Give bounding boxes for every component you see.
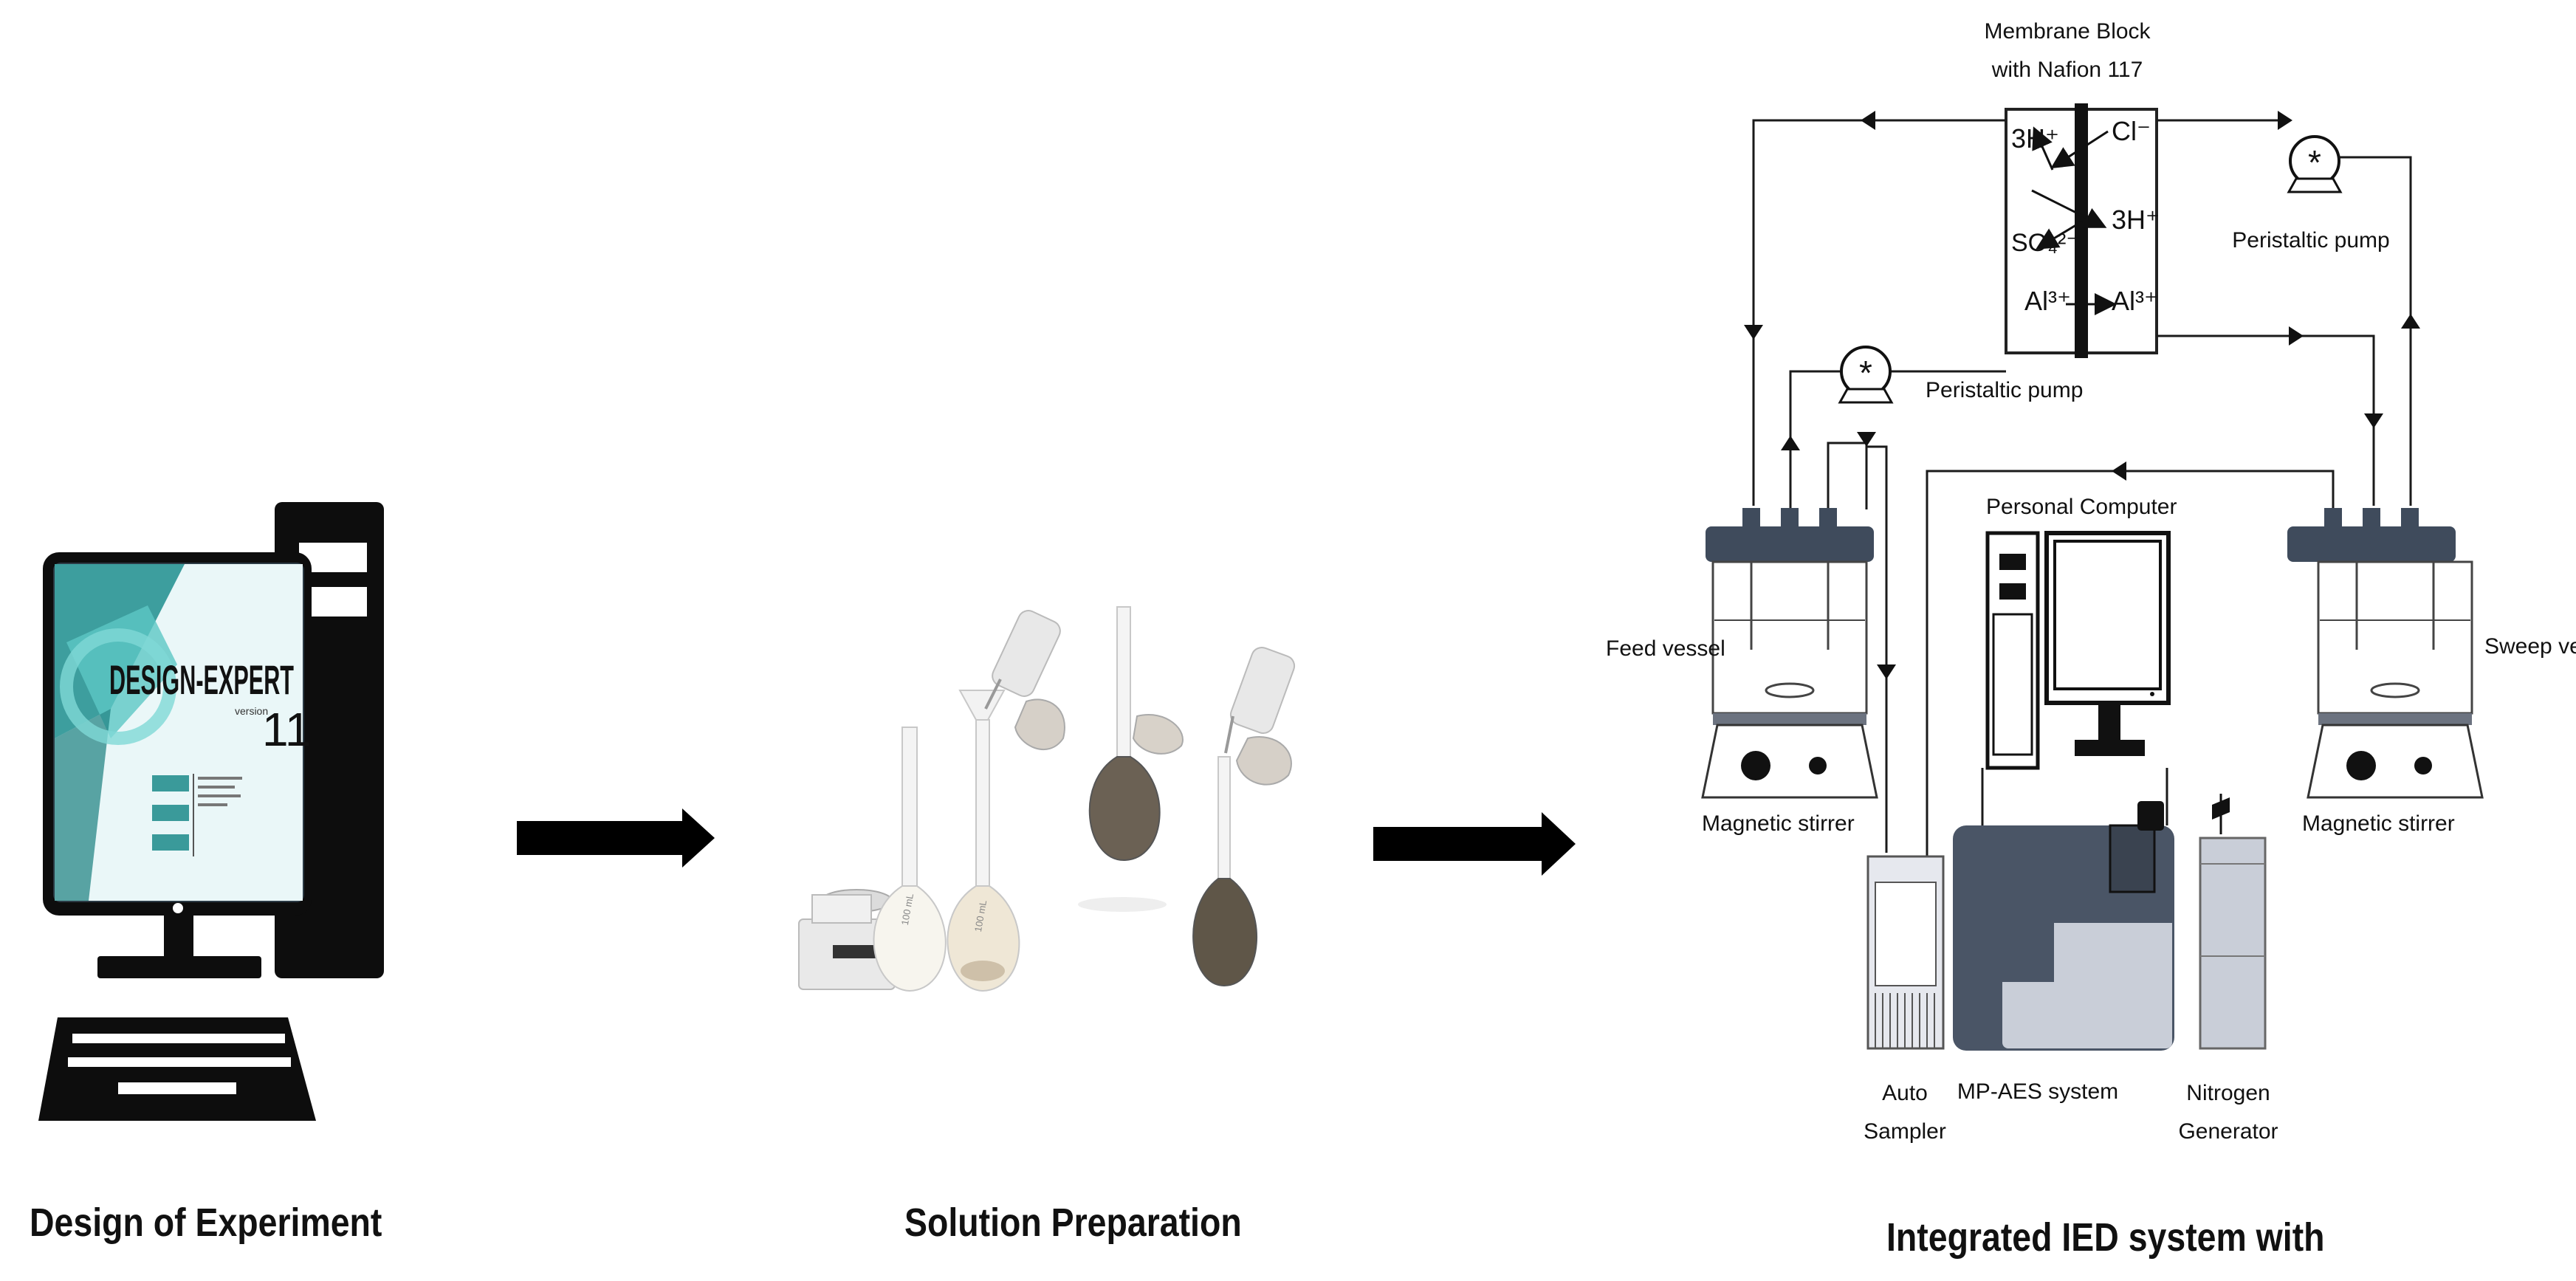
mp-aes-instrument: MP-AES system — [1953, 801, 2174, 1104]
design-expert-logo: DESIGN-EXPERT — [109, 656, 294, 703]
feed-vessel-label: Feed vessel — [1606, 636, 1725, 661]
peristaltic-pump-mid: * Peristaltic pump — [1838, 346, 2083, 404]
nitrogen-label-1: Nitrogen — [2186, 1081, 2270, 1105]
stirrer-right-label: Magnetic stirrer — [2302, 811, 2455, 836]
caption-solution-preparation: Solution Preparation — [904, 1201, 1242, 1245]
ion-al-left: Al³⁺ — [2024, 286, 2071, 316]
computer-keyboard — [38, 1017, 316, 1121]
membrane-title-line-1: Membrane Block — [1984, 19, 2151, 44]
personal-computer-label: Personal Computer — [1986, 495, 2177, 519]
volumetric-flask-2: 100 mL — [947, 690, 1020, 992]
personal-computer: Personal Computer — [1985, 495, 2177, 770]
membrane-title-line-2: with Nafion 117 — [1991, 58, 2143, 82]
ion-h-left: 3H⁺ — [2011, 123, 2059, 154]
auto-sampler-label-2: Sampler — [1864, 1119, 1946, 1144]
wash-bottle-1 — [984, 610, 1065, 751]
tubing-lines — [1752, 119, 2412, 856]
version-number: 11 — [262, 703, 311, 756]
ion-h-right: 3H⁺ — [2112, 205, 2160, 235]
nitrogen-generator: Nitrogen Generator — [2178, 794, 2278, 1144]
mp-aes-label: MP-AES system — [1957, 1079, 2118, 1104]
ion-cl: Cl⁻ — [2112, 116, 2151, 146]
caption-design-of-experiment: Design of Experiment — [30, 1201, 382, 1245]
pump-mid-label: Peristaltic pump — [1926, 378, 2083, 402]
sweep-vessel: Sweep vessel Magnetic stirrer — [2287, 508, 2576, 836]
auto-sampler-label-1: Auto — [1882, 1081, 1928, 1105]
flask-2-label: 100 mL — [972, 899, 989, 933]
pump-top-label: Peristaltic pump — [2232, 228, 2389, 253]
auto-sampler: Auto Sampler — [1864, 855, 1946, 1144]
svg-text:*: * — [1859, 354, 1872, 392]
ion-al-right: Al³⁺ — [2112, 286, 2158, 316]
flow-arrowheads — [1744, 111, 2420, 679]
analytical-balance — [798, 889, 896, 990]
membrane-block: Membrane Block with Nafion 117 3H⁺ Cl⁻ S… — [1984, 19, 2160, 358]
stirrer-left-label: Magnetic stirrer — [1702, 811, 1855, 836]
nitrogen-label-2: Generator — [2178, 1119, 2278, 1144]
svg-text:*: * — [2308, 143, 2321, 182]
version-small-text: version — [235, 705, 268, 717]
feed-vessel: Feed vessel Magnetic stirrer — [1606, 508, 1878, 836]
caption-integrated-ied-system: Integrated IED system with — [1886, 1215, 2325, 1260]
volumetric-flask-1: 100 mL — [873, 727, 947, 992]
sweep-vessel-label: Sweep vessel — [2484, 634, 2576, 659]
wash-bottle-2 — [1224, 647, 1296, 786]
volumetric-flask-3 — [1078, 606, 1184, 912]
computer-monitor: DESIGN-EXPERT version 11 — [43, 552, 312, 978]
flask-1-label: 100 mL — [899, 893, 916, 926]
volumetric-flask-4 — [1192, 756, 1258, 987]
peristaltic-pump-top: * Peristaltic pump — [2232, 135, 2390, 253]
